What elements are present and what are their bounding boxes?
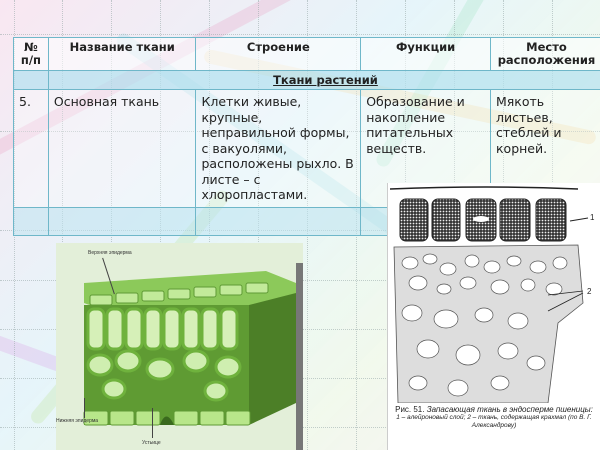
caption-legend: 1 – алейроновый слой; 2 – ткань, содержа… — [396, 414, 592, 429]
cell-tissue-name: Основная ткань — [47, 89, 197, 208]
label-pointer — [152, 408, 153, 438]
cell-structure: Клетки живые, крупные, неправильной форм… — [195, 89, 362, 208]
header-functions: Функции — [360, 37, 491, 71]
leaf-cross-section-image: Верхняя эпидерма Нижняя эпидерма Устьице — [56, 243, 303, 450]
endosperm-drawing — [389, 186, 589, 404]
figure-caption: Рис. 51. Запасающая ткань в эндосперме п… — [388, 405, 600, 430]
section-row: Ткани растений — [13, 70, 600, 90]
table-header-row: № п/п Название ткани Строение Функции Ме… — [13, 37, 600, 71]
cell-number: 5. — [13, 89, 49, 208]
image-shadow — [296, 263, 303, 450]
label-upper-epidermis: Верхняя эпидерма — [88, 250, 132, 256]
section-title: Ткани растений — [273, 73, 378, 87]
header-structure: Строение — [195, 37, 362, 71]
leaf-tissue-illustration — [83, 271, 296, 426]
label-stoma: Устьице — [142, 440, 161, 446]
callout-2: 2 — [587, 287, 592, 296]
label-lower-epidermis: Нижняя эпидерма — [56, 418, 99, 424]
header-number: № п/п — [13, 37, 49, 71]
caption-fig-label: Рис. 51. — [395, 405, 425, 414]
callout-1: 1 — [590, 213, 595, 222]
guide-line — [0, 34, 600, 35]
caption-title: Запасающая ткань в эндосперме пшеницы: — [426, 405, 593, 414]
header-location: Место расположения — [490, 37, 600, 71]
label-pointer — [84, 398, 85, 418]
header-tissue-name: Название ткани — [47, 37, 197, 71]
endosperm-figure: 1 2 Рис. 51. Запасающая ткань в эндоспер… — [387, 183, 600, 450]
